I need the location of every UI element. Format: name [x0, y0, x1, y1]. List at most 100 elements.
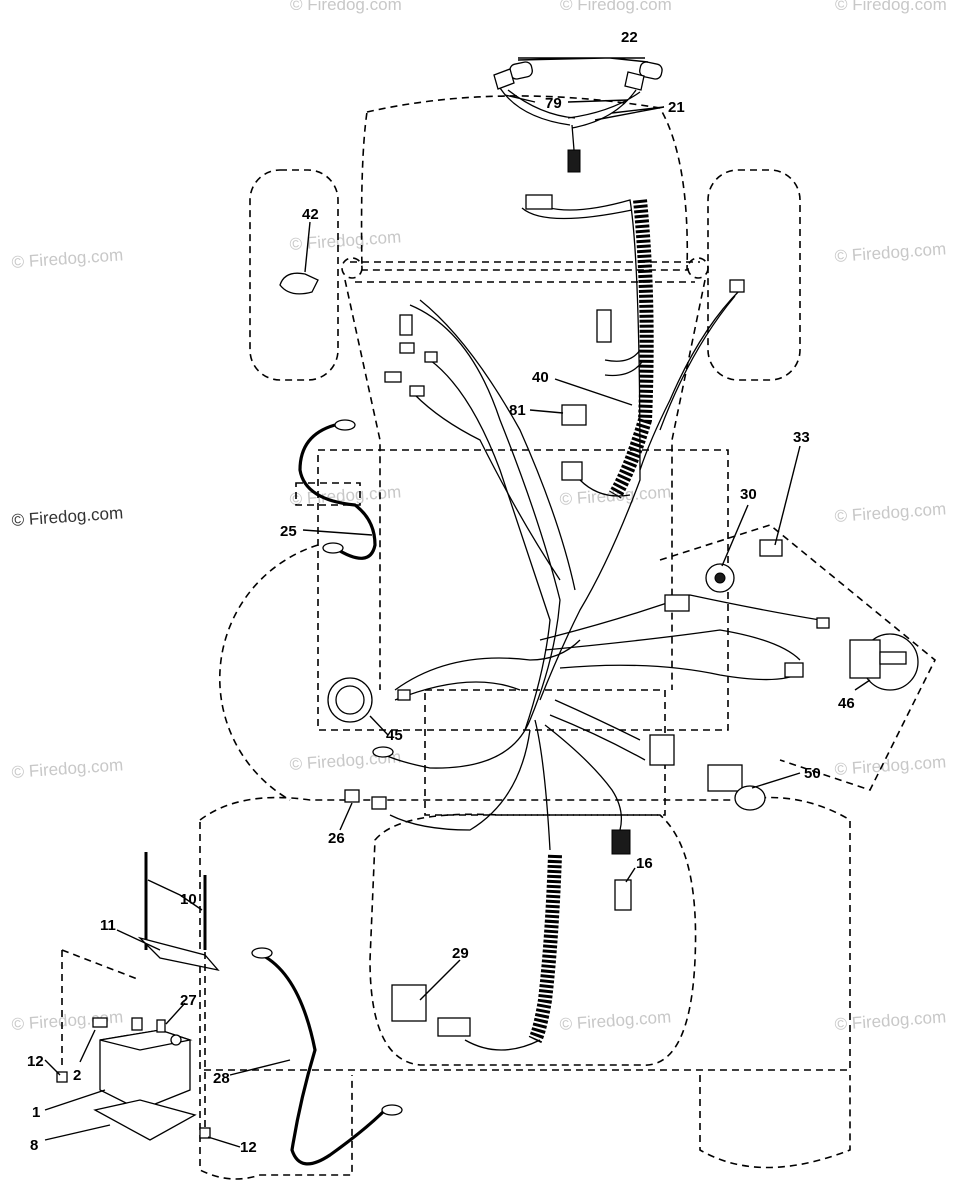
- callout-16: 16: [636, 855, 653, 872]
- leader-40: [554, 378, 633, 406]
- callout-79: 79: [545, 95, 562, 112]
- axle-pivot-right: [687, 257, 709, 279]
- harness-branch: [414, 394, 561, 581]
- leader-27: [165, 1002, 186, 1025]
- leader-30: [721, 504, 749, 567]
- small-bracket-outline: [295, 482, 361, 506]
- callout-46: 46: [838, 695, 855, 712]
- connector: [561, 461, 583, 481]
- conduit-lower-section: [528, 854, 562, 1044]
- connector-26b: [371, 796, 387, 810]
- callout-2: 2: [73, 1067, 81, 1084]
- connector-plug: [611, 829, 631, 855]
- switch-50-knob: [734, 785, 766, 811]
- harness-branch: [429, 359, 551, 731]
- headlight-bulb-right: [639, 61, 663, 80]
- rear-left-wheel-outline: [199, 1075, 353, 1180]
- leader-21: [594, 106, 665, 121]
- callout-11: 11: [100, 917, 116, 934]
- relay-81: [561, 404, 587, 426]
- conduit-40-upper: [608, 199, 654, 499]
- battery-cable-25: [298, 423, 377, 560]
- leader-lines: [44, 57, 871, 1148]
- hood-outline: [360, 95, 689, 271]
- battery-nut-27: [131, 1017, 143, 1031]
- harness-branch: [659, 295, 736, 431]
- watermark: © Firedog.com: [290, 0, 402, 14]
- watermark: © Firedog.com: [559, 1007, 672, 1034]
- headlight-socket-right: [624, 71, 645, 91]
- harness-branch: [384, 719, 531, 769]
- callout-50: 50: [804, 765, 821, 782]
- leader-2: [79, 1029, 96, 1063]
- leader-26: [339, 802, 353, 831]
- hour-meter-body: [849, 639, 881, 679]
- harness-branch: [464, 1039, 541, 1051]
- harness-branch: [534, 719, 551, 851]
- battery-top: [99, 1029, 193, 1051]
- switch-50: [707, 764, 743, 792]
- callout-12-left: 12: [27, 1053, 44, 1070]
- callout-40: 40: [532, 369, 549, 386]
- leader-10: [147, 879, 203, 911]
- hold-down-bracket-11: [137, 936, 220, 972]
- fender-outline: [199, 796, 851, 1071]
- callout-30: 30: [740, 486, 757, 503]
- watermark: © Firedog.com: [289, 227, 402, 254]
- harness-branch: [394, 639, 581, 691]
- components: [279, 194, 919, 1037]
- headlight-connector: [567, 149, 581, 173]
- harness-branch: [394, 681, 521, 701]
- ammeter-face: [335, 685, 365, 715]
- callout-22: 22: [621, 29, 638, 46]
- callout-45: 45: [386, 727, 403, 744]
- ring-terminal: [381, 1104, 403, 1116]
- ring-terminal: [322, 542, 344, 554]
- connector: [397, 689, 411, 701]
- leader-45: [369, 715, 389, 736]
- connector: [784, 662, 804, 678]
- switch-16: [614, 879, 632, 911]
- leader-16: [625, 867, 636, 883]
- watermark: © Firedog.com: [834, 752, 947, 779]
- harness-branch: [539, 594, 821, 641]
- solenoid-29: [391, 984, 427, 1022]
- ring-terminal: [372, 746, 394, 758]
- leader-28: [229, 1059, 291, 1076]
- callout-labels: 22 79 21 42 40 81 33 30 25 46 45 50 26 1…: [27, 29, 855, 1156]
- harness-branch: [389, 729, 531, 831]
- leader-12a: [44, 1059, 61, 1076]
- battery-cable-28: [261, 953, 387, 1166]
- harness-branch: [559, 664, 801, 681]
- leader-79: [504, 94, 629, 103]
- hour-meter-display: [879, 651, 907, 665]
- headlight-wires: [499, 87, 641, 151]
- harness-branch: [544, 699, 646, 831]
- callout-33: 33: [793, 429, 810, 446]
- ignition-switch-core: [714, 572, 726, 584]
- harness-branch: [579, 479, 631, 497]
- battery-nut-27b: [156, 1019, 166, 1033]
- callout-42: 42: [302, 206, 319, 223]
- watermark: © Firedog.com: [11, 755, 124, 782]
- conduit-lower: [528, 854, 562, 1044]
- leader-8: [44, 1124, 111, 1141]
- connector: [399, 342, 415, 354]
- harness-branch: [419, 299, 576, 591]
- watermark: © Firedog.com: [834, 239, 947, 266]
- seat-outline: [369, 813, 697, 1066]
- battery-assembly: [56, 852, 220, 1141]
- watermark: © Firedog.com: [11, 245, 124, 272]
- leader-1: [44, 1089, 106, 1111]
- watermark: © Firedog.com: [834, 499, 947, 526]
- connector: [729, 279, 745, 293]
- clamp-42: [279, 272, 319, 295]
- leader-46: [854, 679, 871, 691]
- connector: [816, 617, 830, 629]
- connector: [384, 371, 402, 383]
- clip-12b: [199, 1127, 211, 1139]
- front-right-wheel-outline: [707, 169, 801, 381]
- switch-33: [759, 539, 783, 557]
- callout-8: 8: [30, 1137, 38, 1154]
